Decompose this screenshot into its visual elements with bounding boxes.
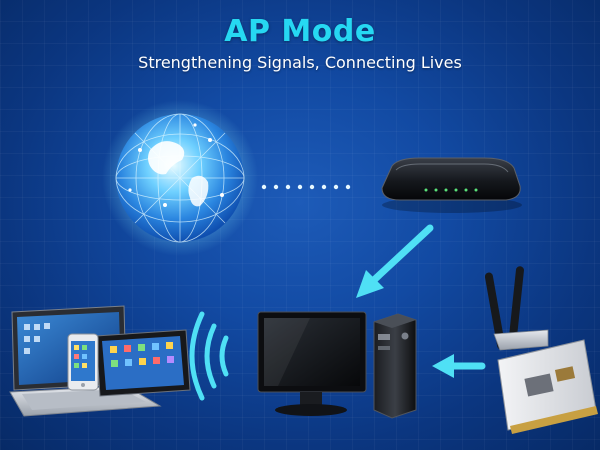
arrow-router-to-computer: [356, 224, 434, 298]
wifi-adapter-card-icon: [484, 266, 598, 434]
arrow-card-to-computer: [432, 354, 486, 378]
smartphone-icon: [67, 333, 99, 391]
page-subtitle: Strengthening Signals, Connecting Lives: [138, 53, 462, 72]
wifi-signal-icon: [189, 311, 229, 401]
connection-dots: [261, 184, 351, 190]
tablet-icon: [95, 329, 191, 397]
globe-icon: [102, 100, 258, 256]
desktop-computer-icon: [257, 311, 417, 419]
page-title: AP Mode: [224, 14, 376, 49]
router-icon: [381, 157, 522, 213]
